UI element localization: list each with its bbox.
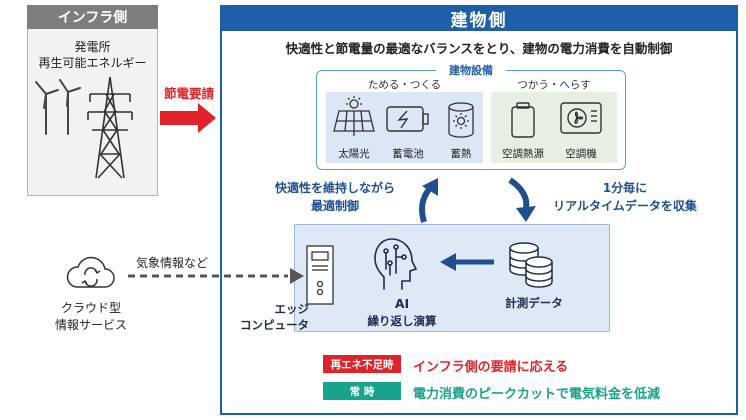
power-pylon-icon [87,76,133,179]
ai-label: AI [394,296,410,311]
loop-right-line2: リアルタイムデータを収集 [553,199,697,213]
infra-renewable-label: 再生可能エネルギー [38,56,147,70]
infra-panel [27,5,158,196]
building-description: 快適性と節電量の最適なバランスをとり、建物の電力消費を自動制御 [285,41,673,56]
control-arrow-up [419,178,438,223]
collect-arrow-down [508,177,536,222]
solar-panel-icon [333,96,375,136]
hvac-heat-source-label: 空調熱源 [502,148,544,160]
loop-right-line1: 1分毎に [602,181,648,195]
renewable-shortage-text: インフラ側の要請に応える [413,360,569,375]
building-header: 建物側 [220,5,738,31]
loop-left-line2: 最適制御 [310,199,359,213]
wind-turbine-icon [35,76,133,179]
air-conditioner-label: 空調機 [565,148,597,160]
data-to-ai-arrow [440,253,494,271]
battery-icon [386,106,429,132]
edge-computer-icon [306,245,334,305]
infra-power-plant-label: 発電所 [74,40,111,54]
cloud-icon [66,256,115,288]
renewable-shortage-badge: 再エネ不足時 [323,355,401,373]
use-group-label: つかう・へらす [517,79,591,91]
edge-label-line1: エッジ [274,302,310,316]
air-conditioner-icon [560,102,602,134]
infra-header: インフラ側 [27,5,158,29]
thermal-storage-icon [448,102,474,138]
control-loop-box [294,224,610,332]
cloud-label-line1: クラウド型 [60,301,121,315]
weather-info-label: 気象情報など [135,256,208,270]
ai-sub-label: 繰り返し演算 [367,314,437,328]
power-saving-request-label: 節電要請 [163,86,214,101]
equipment-title: 建物設備 [436,62,506,78]
measurement-database-icon [509,242,553,288]
thermal-storage-label: 蓄熱 [450,148,472,160]
measurement-data-label: 計測データ [505,296,563,310]
solar-label: 太陽光 [338,148,370,160]
weather-link-arrow [128,268,304,284]
cloud-label-line2: 情報サービス [54,318,127,332]
ai-brain-icon [374,238,418,290]
hvac-heat-source-icon [511,102,535,138]
always-badge: 常 時 [323,382,401,400]
request-arrow [160,103,216,133]
battery-label: 蓄電池 [392,148,424,160]
always-text: 電力消費のピークカットで電気料金を低減 [413,387,661,402]
edge-label-line2: コンピュータ [240,318,309,332]
loop-left-line1: 快適性を維持しながら [274,181,395,195]
store-group-label: ためる・つくる [367,79,442,91]
